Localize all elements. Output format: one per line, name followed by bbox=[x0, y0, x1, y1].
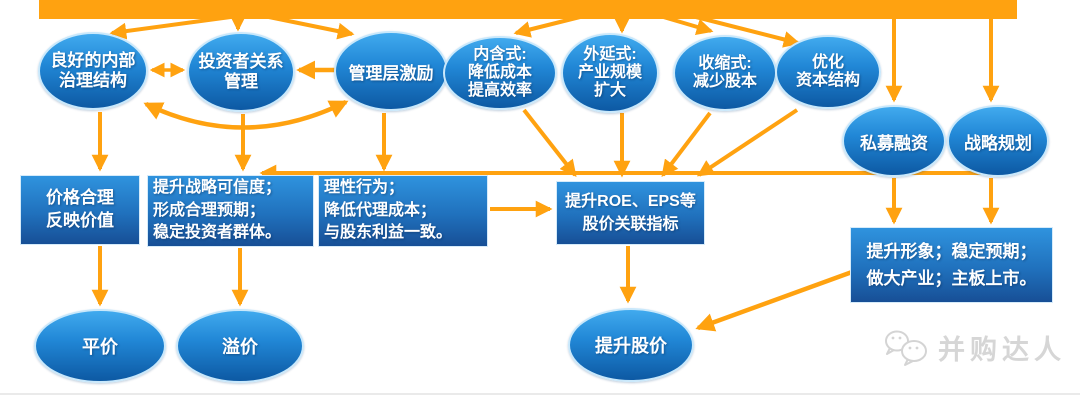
node-premium-price-ellipse: 溢价 bbox=[176, 309, 304, 383]
top-bar bbox=[39, 0, 1017, 19]
node-organic-growth-ellipse: 内含式: 降低成本 提高效率 bbox=[443, 36, 557, 110]
wechat-icon bbox=[885, 330, 927, 366]
node-extension-growth-ellipse: 外延式: 产业规模 扩大 bbox=[561, 33, 659, 113]
arrow bbox=[522, 108, 577, 177]
node-management-incentive-ellipse: 管理层激励 bbox=[334, 31, 448, 111]
node-par-price-ellipse: 平价 bbox=[34, 309, 166, 383]
arrow bbox=[696, 108, 799, 177]
box-rational-behavior: 理性行为； 降低代理成本； 与股东利益一致。 bbox=[318, 175, 488, 247]
bottom-divider bbox=[0, 393, 1080, 395]
node-private-placement-ellipse: 私募融资 bbox=[842, 105, 946, 177]
node-governance-ellipse: 良好的内部 治理结构 bbox=[38, 32, 148, 110]
box-strategy-credibility: 提升战略可信度； 形成合理预期； 稳定投资者群体。 bbox=[147, 175, 314, 247]
box-roe-eps-indicators: 提升ROE、EPS等 股价关联指标 bbox=[556, 181, 705, 245]
node-capital-structure-ellipse: 优化 资本结构 bbox=[775, 35, 881, 109]
watermark-text: 并购达人 bbox=[938, 335, 1066, 365]
node-boost-stock-price-ellipse: 提升股价 bbox=[568, 308, 694, 382]
box-fair-price: 价格合理 反映价值 bbox=[20, 175, 140, 245]
watermark: 并购达人 bbox=[884, 328, 1066, 367]
box-image-expectation: 提升形象；稳定预期； 做大产业；主板上市。 bbox=[850, 227, 1053, 303]
node-contraction-ellipse: 收缩式: 减少股本 bbox=[673, 35, 777, 111]
node-investor-relations-ellipse: 投资者关系 管理 bbox=[187, 32, 295, 112]
node-strategic-planning-ellipse: 战略规划 bbox=[947, 105, 1049, 177]
arrow bbox=[695, 269, 853, 332]
arrow bbox=[661, 111, 712, 178]
